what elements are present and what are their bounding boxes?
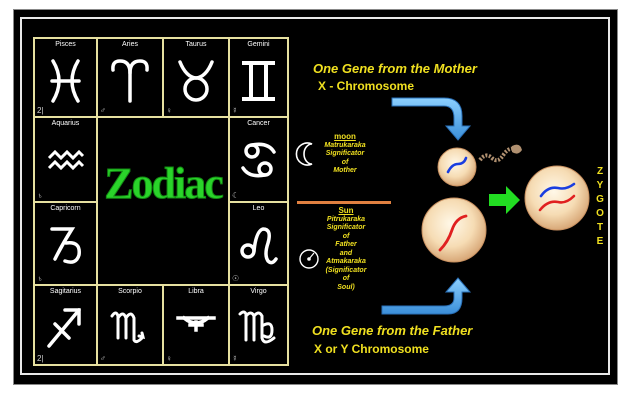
moon-description: moon Matrukaraka Significator of Mother	[314, 133, 376, 176]
moon-line: Mother	[333, 167, 356, 174]
moon-line: Significator	[326, 150, 365, 157]
gemini-icon	[230, 39, 287, 116]
planet-mercury: ☿	[232, 355, 238, 363]
sign-cell-sagittarius: Sagitarius 2|	[33, 284, 98, 366]
sign-cell-pisces: Pisces 2|	[33, 37, 98, 118]
mother-gene-label: One Gene from the Mother	[313, 61, 477, 76]
planet-mercury: ☿	[232, 107, 238, 115]
planet-saturn: ♄	[37, 275, 43, 283]
sun-line: Pitrukaraka	[327, 216, 365, 223]
moon-title: moon	[314, 133, 376, 142]
planet-mars: ♂	[100, 355, 106, 363]
sun-line: Atmakaraka	[326, 258, 366, 265]
capricorn-icon	[35, 203, 96, 284]
planet-moon: ☾	[232, 192, 239, 200]
zygote-letter: E	[594, 236, 606, 250]
planet-sun: ☉	[232, 275, 239, 283]
zodiac-center: Zodiac	[96, 81, 230, 285]
sun-description: Sun Pitrukaraka Significator of Father a…	[316, 207, 376, 292]
scorpio-icon	[98, 286, 162, 364]
zygote-letter: T	[594, 222, 606, 236]
sun-line: and	[340, 250, 352, 257]
zygote-letter: Z	[594, 166, 606, 180]
virgo-icon	[230, 286, 287, 364]
cancer-icon	[230, 118, 287, 201]
sun-line: Father	[335, 241, 356, 248]
leo-icon	[230, 203, 287, 284]
father-gene-label: One Gene from the Father	[312, 323, 472, 338]
father-chromosome-label: X or Y Chromosome	[314, 342, 429, 356]
zygote-letter: O	[594, 208, 606, 222]
moon-line: of	[342, 159, 349, 166]
divider-line	[297, 201, 391, 204]
sun-line: Significator	[327, 224, 366, 231]
pisces-icon	[35, 39, 96, 116]
moon-line: Matrukaraka	[324, 142, 365, 149]
sign-cell-aquarius: Aquarius ♄	[33, 116, 98, 203]
sun-title: Sun	[316, 207, 376, 216]
aquarius-icon	[35, 118, 96, 201]
sun-line: of	[343, 275, 350, 282]
planet-saturn: ♄	[37, 192, 43, 200]
sign-cell-virgo: Virgo ☿	[228, 284, 289, 366]
sun-line: Soul)	[337, 284, 355, 291]
sun-line: of	[343, 233, 350, 240]
sagittarius-icon	[35, 286, 96, 364]
sun-line: (Significator	[326, 267, 367, 274]
sign-cell-capricorn: Capricorn ♄	[33, 201, 98, 286]
zygote-letter: Y	[594, 180, 606, 194]
zygote-label: Z Y G O T E	[594, 166, 606, 250]
mother-chromosome-label: X - Chromosome	[318, 79, 414, 93]
sign-cell-gemini: Gemini ☿	[228, 37, 289, 118]
sign-cell-libra: Libra ♀	[162, 284, 230, 366]
sign-cell-scorpio: Scorpio ♂	[96, 284, 164, 366]
sign-cell-cancer: Cancer ☾	[228, 116, 289, 203]
planet-venus: ♀	[166, 355, 172, 363]
libra-icon	[164, 286, 228, 364]
zodiac-label: Zodiac	[104, 158, 222, 209]
zygote-letter: G	[594, 194, 606, 208]
sign-cell-leo: Leo ☉	[228, 201, 289, 286]
planet-jupiter: 2|	[37, 355, 44, 363]
planet-jupiter: 2|	[37, 107, 44, 115]
